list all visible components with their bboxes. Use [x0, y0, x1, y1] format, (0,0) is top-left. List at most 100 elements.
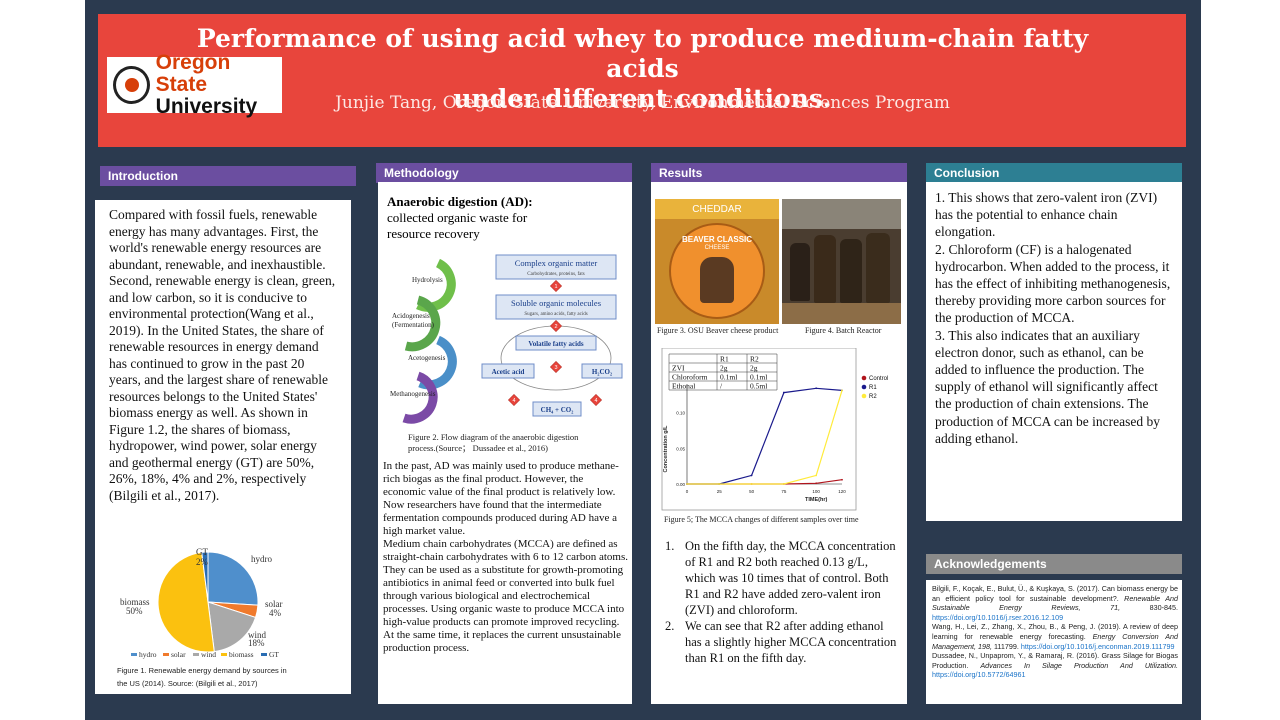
label-biomass-pct: 50%	[126, 606, 143, 616]
step-fermentation: (Fermentation)	[392, 321, 435, 329]
methodology-text: In the past, AD was mainly used to produ…	[383, 460, 628, 655]
marker-1-icon	[549, 279, 563, 293]
x-tick-label: 100	[812, 489, 820, 494]
batch-reactor-photo	[782, 199, 901, 324]
table-cell: ZVI	[672, 364, 685, 373]
result-number-1: 1.	[665, 539, 675, 553]
result-text-2: We can see that R2 after adding ethanol …	[685, 619, 897, 665]
legend-swatch-gt	[261, 653, 267, 656]
table-cell: 0.1ml	[750, 373, 767, 382]
figure-1-caption-line-2: the US (2014). Source: (Bilgili et al., …	[117, 679, 258, 688]
label-hydro: hydro	[251, 554, 272, 564]
step-methanogenesis: Methanogenesis	[390, 390, 436, 398]
label-gt: GT	[196, 547, 208, 557]
pie-slice-wind	[207, 601, 257, 653]
table-cell: 0.5ml	[750, 382, 767, 391]
label-solar: solar	[265, 599, 283, 609]
methanogenesis-arrow-icon	[402, 371, 438, 424]
y-tick-label: 0.10	[676, 411, 685, 416]
reference-2: Wang, H., Lei, Z., Zhang, X., Zhou, B., …	[932, 622, 1178, 651]
reference-3-link[interactable]: https://doi.org/10.5772/64961	[932, 670, 1026, 680]
box-complex-organic-title: Complex organic matter	[515, 258, 598, 268]
chart-series	[686, 387, 843, 485]
reference-2-link[interactable]: https://doi.org/10.1016/j.enconman.2019.…	[1020, 641, 1175, 651]
title-line-2: under different conditions.	[453, 84, 832, 113]
acknowledgements-panel: Bilgili, F., Koçak, E., Bulut, Ü., & Kuş…	[926, 580, 1182, 704]
result-point-1: 1. On the fifth day, the MCCA concentrat…	[665, 538, 901, 618]
reference-2-journal: Energy Conversion And Management, 198,	[932, 631, 1178, 651]
y-tick-label: 0.00	[676, 482, 685, 487]
reference-1-link[interactable]: https://doi.org/10.1016/j.rser.2016.12.1…	[932, 612, 1064, 622]
marker-3-icon	[549, 360, 563, 374]
table-cell: Chloroform	[672, 373, 708, 382]
results-panel: CHEDDAR BEAVER CLASSIC CHEESE Figure 3. …	[651, 182, 907, 704]
acknowledgements-header: Acknowledgements	[926, 554, 1182, 574]
figure-1-caption: Figure 1. Renewable energy demand by sou…	[117, 665, 347, 689]
methodology-header: Methodology	[376, 163, 632, 183]
x-axis-label: TIME(hr)	[805, 497, 827, 503]
box-h2co2-title: H₂CO₂	[592, 368, 612, 376]
legend-swatch-wind	[193, 653, 199, 656]
label-gt-pct: 2%	[196, 557, 209, 567]
legend-wind: wind	[201, 650, 216, 659]
marker-2-icon	[549, 319, 563, 333]
legend-hydro: hydro	[139, 650, 157, 659]
label-wind-pct: 18%	[248, 638, 265, 648]
box-acetic-acid-title: Acetic acid	[492, 368, 525, 376]
x-tick-label: 25	[717, 489, 723, 494]
introduction-text: Compared with fossil fuels, renewable en…	[109, 207, 336, 503]
x-tick-label: 0	[686, 489, 689, 494]
table-cell: /	[720, 382, 723, 391]
pie-slice-biomass	[157, 551, 215, 653]
author-line: Junjie Tang, Oregon State University, En…	[335, 93, 950, 113]
box-acetic-acid	[481, 363, 535, 379]
step-acidogenesis: Acidogenesis	[392, 312, 430, 320]
y-axis-label: Concentration g/L	[663, 425, 669, 473]
figure-1-caption-line-1: Figure 1. Renewable energy demand by sou…	[117, 666, 287, 675]
series-line-r2	[687, 390, 843, 485]
logo-wordmark: Oregon State University	[156, 52, 282, 118]
legend-swatch-biomass	[221, 653, 227, 656]
results-header: Results	[651, 163, 907, 183]
marker-1-label: 1	[554, 284, 557, 290]
reference-3: Dussadee, N., Unpaprom, Y., & Ramaraj, R…	[932, 651, 1178, 680]
x-tick-label: 120	[838, 489, 846, 494]
table-cell: 0.1ml	[720, 373, 737, 382]
box-h2co2	[581, 363, 623, 379]
legend-swatch-hydro	[131, 653, 137, 656]
cheese-label-brand: BEAVER CLASSIC	[681, 235, 753, 244]
pie-slice-hydro	[207, 551, 259, 606]
reference-3-journal: Advances In Silage Production And Utiliz…	[980, 660, 1179, 670]
conclusion-point-3: 3. This also indicates that an auxiliary…	[935, 327, 1160, 446]
cheese-wheel	[669, 223, 765, 319]
ad-flow-diagram: Hydrolysis Acidogenesis (Fermentation) A…	[390, 254, 623, 424]
methodology-paragraph-1: In the past, AD was mainly used to produ…	[383, 460, 619, 537]
marker-4a-label: 4	[512, 398, 515, 404]
label-wind: wind	[248, 630, 267, 640]
marker-4a-icon	[507, 393, 521, 407]
legend-marker-r2	[861, 393, 867, 399]
figure-4-caption: Figure 4. Batch Reactor	[805, 326, 882, 335]
box-vfa	[515, 335, 597, 351]
marker-2-label: 2	[554, 324, 557, 330]
x-tick-label: 50	[749, 489, 755, 494]
label-biomass: biomass	[120, 597, 150, 607]
reference-1: Bilgili, F., Koçak, E., Bulut, Ü., & Kuş…	[932, 584, 1178, 622]
results-points: 1. On the fifth day, the MCCA concentrat…	[665, 538, 901, 666]
legend-biomass: biomass	[229, 650, 254, 659]
result-text-1: On the fifth day, the MCCA concentration…	[685, 539, 896, 617]
box-complex-organic-sub: Carbohydrates, proteins, fats	[527, 272, 585, 277]
data-point-r1	[815, 387, 818, 390]
data-point-r2	[686, 483, 688, 485]
box-soluble-organic	[495, 294, 617, 320]
label-solar-pct: 4%	[269, 608, 282, 618]
data-point-r2	[718, 483, 721, 485]
beaver-mascot-icon	[700, 257, 734, 303]
data-point-r2	[815, 474, 818, 477]
marker-3-label: 3	[554, 365, 557, 371]
reference-1-pages: 830-845.	[1149, 603, 1179, 613]
methodology-paragraph-2: Medium chain carbohydrates (MCCA) are de…	[383, 538, 628, 654]
conclusion-point-1: 1. This shows that zero-valent iron (ZVI…	[935, 190, 1158, 240]
marker-4b-icon	[589, 393, 603, 407]
